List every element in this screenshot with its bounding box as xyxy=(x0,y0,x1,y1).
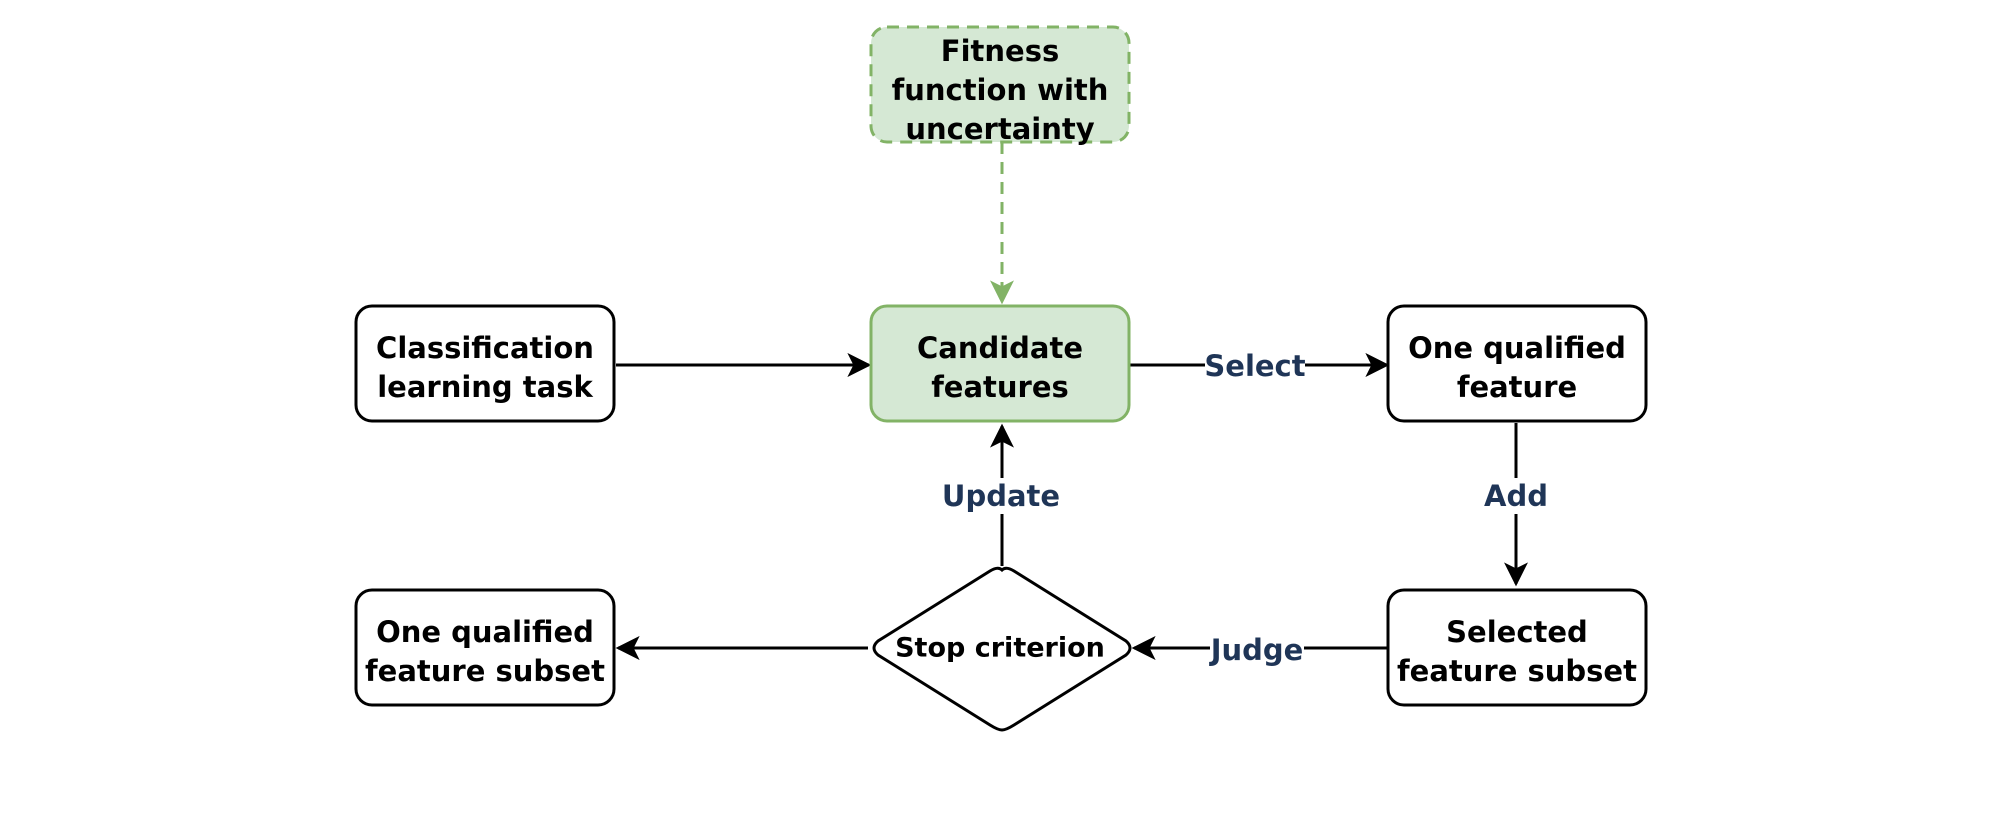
node-one-qualified-feature-subset: One qualified feature subset xyxy=(354,588,616,707)
svg-text:feature: feature xyxy=(1457,370,1577,404)
svg-text:Classification: Classification xyxy=(376,331,594,365)
node-selected-feature-subset: Selected feature subset xyxy=(1386,588,1648,707)
svg-text:One qualified: One qualified xyxy=(376,615,594,649)
node-stop-criterion: Stop criterion xyxy=(872,566,1132,732)
svg-text:One qualified: One qualified xyxy=(1408,331,1626,365)
svg-text:Judge: Judge xyxy=(1209,633,1304,667)
node-candidate-features: Candidate features xyxy=(869,304,1131,423)
svg-text:feature subset: feature subset xyxy=(365,654,605,688)
svg-text:function with: function with xyxy=(892,73,1109,107)
svg-text:Stop criterion: Stop criterion xyxy=(895,633,1105,664)
svg-text:learning task: learning task xyxy=(377,370,593,404)
svg-text:uncertainty: uncertainty xyxy=(905,112,1094,146)
edge-label-add: Add xyxy=(1482,478,1550,514)
svg-text:Select: Select xyxy=(1204,349,1305,383)
svg-text:Fitness: Fitness xyxy=(941,34,1059,68)
edge-label-select: Select xyxy=(1204,348,1306,384)
node-classification-task: Classification learning task xyxy=(354,304,616,423)
node-fitness-function: Fitness function with uncertainty xyxy=(869,25,1131,146)
svg-text:features: features xyxy=(931,370,1069,404)
node-one-qualified-feature: One qualified feature xyxy=(1386,304,1648,423)
svg-text:Add: Add xyxy=(1484,479,1548,513)
svg-text:feature subset: feature subset xyxy=(1397,654,1637,688)
edge-label-update: Update xyxy=(936,478,1068,514)
svg-text:Update: Update xyxy=(942,479,1060,513)
svg-text:Candidate: Candidate xyxy=(917,331,1083,365)
svg-text:Selected: Selected xyxy=(1446,615,1588,649)
edge-label-judge: Judge xyxy=(1209,632,1304,668)
